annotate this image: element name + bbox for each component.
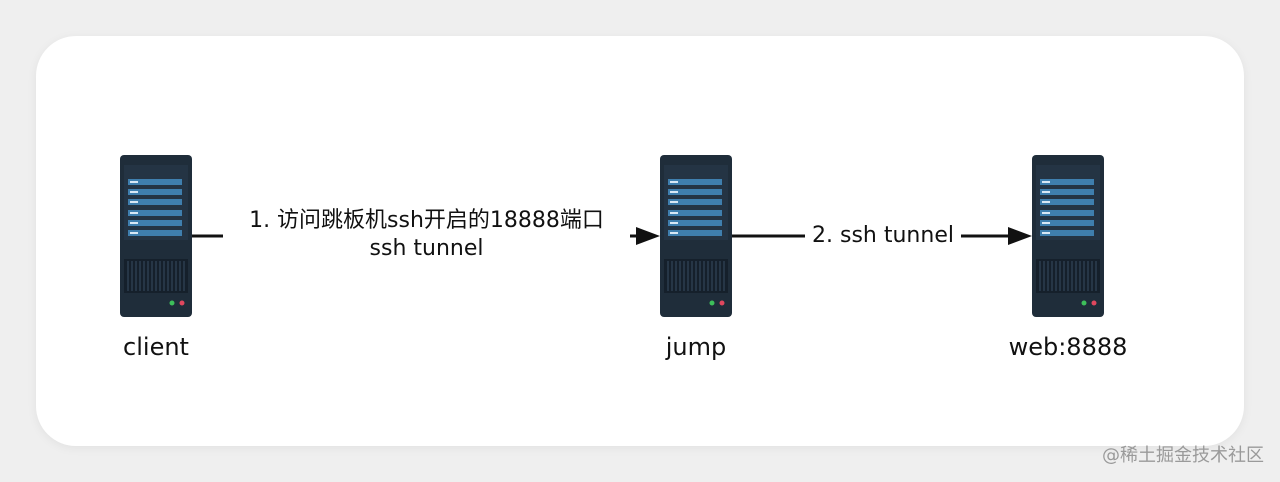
node-label-web: web:8888 — [1008, 333, 1128, 361]
jump-server-icon — [660, 155, 732, 317]
node-label-client: client — [123, 333, 189, 361]
edge-label-client-jump: 1. 访问跳板机ssh开启的18888端口 ssh tunnel — [223, 207, 630, 263]
edge-label-client-jump-line1: 1. 访问跳板机ssh开启的18888端口 — [249, 208, 604, 233]
edge-client-jump-arrowhead — [636, 227, 660, 245]
edge-label-jump-web: 2. ssh tunnel — [805, 222, 961, 250]
node-label-jump: jump — [665, 333, 727, 361]
watermark: @稀土掘金技术社区 — [1102, 445, 1264, 466]
edge-jump-web-arrowhead — [1008, 227, 1032, 245]
client-server-icon — [120, 155, 192, 317]
edge-label-client-jump-line2: ssh tunnel — [369, 236, 484, 261]
web-server-icon — [1032, 155, 1104, 317]
